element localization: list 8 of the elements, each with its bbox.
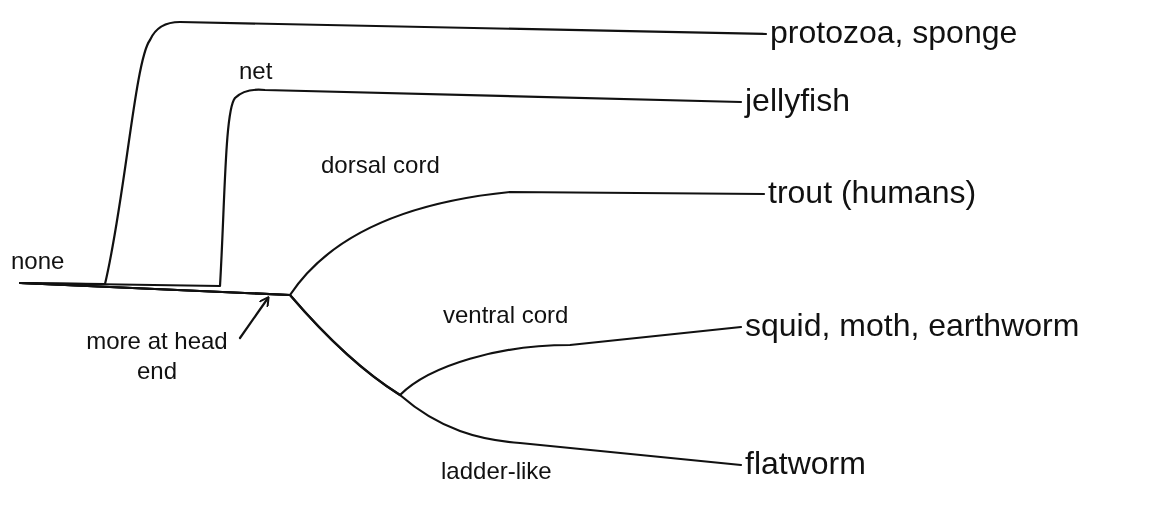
taxon-label: trout (humans): [768, 172, 977, 212]
branch-line: [18, 281, 743, 467]
arrow: [238, 296, 270, 340]
taxon-label: protozoa, sponge: [770, 12, 1018, 52]
taxon-label: jellyfish: [745, 80, 850, 120]
taxon-label: flatworm: [745, 443, 866, 483]
taxon-label: squid, moth, earthworm: [745, 305, 1080, 345]
note-text: more at head end: [72, 326, 242, 386]
